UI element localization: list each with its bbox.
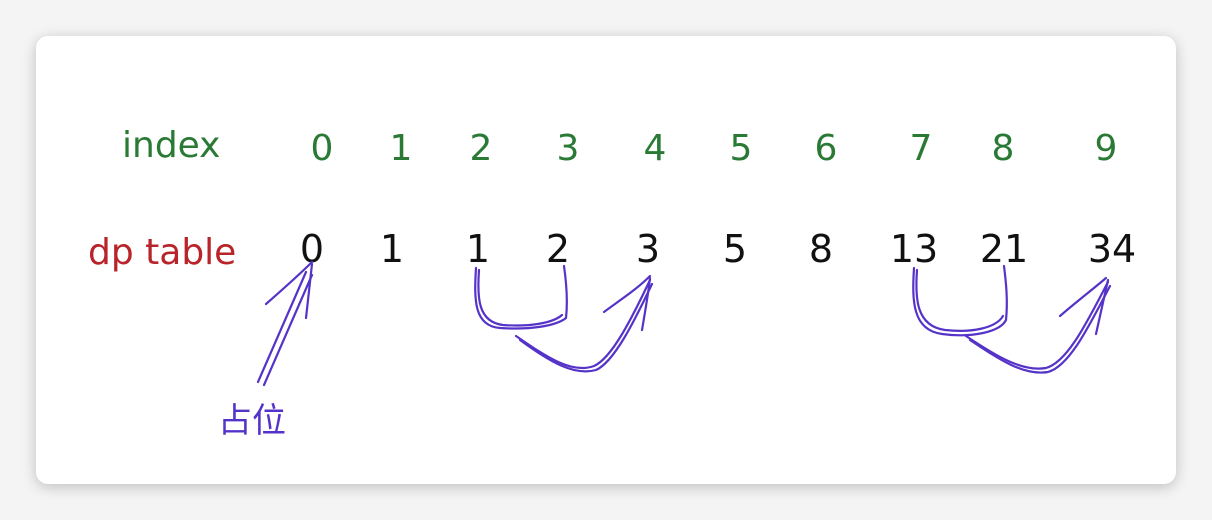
- index-cell: 5: [730, 128, 753, 169]
- placeholder-arrow: [256, 260, 314, 387]
- dp-cell: 2: [546, 227, 570, 271]
- dp-cell: 21: [980, 227, 1028, 271]
- dp-cell: 1: [380, 227, 404, 271]
- diagram-card: [36, 36, 1176, 484]
- index-cell: 2: [470, 128, 493, 169]
- index-cell: 0: [311, 128, 334, 169]
- index-row: 0 1 2 3 4 5 6 7 8 9: [311, 128, 1118, 169]
- index-cell: 3: [557, 128, 580, 169]
- index-cell: 7: [910, 128, 933, 169]
- sum-arrow-1: [514, 274, 654, 373]
- index-cell: 9: [1095, 128, 1118, 169]
- dp-cell: 5: [723, 227, 747, 271]
- sum-bracket-2: [912, 264, 1008, 337]
- dp-cell: 13: [890, 227, 938, 271]
- index-cell: 4: [644, 128, 667, 169]
- dp-cell: 1: [466, 227, 490, 271]
- dp-row-label: dp table: [88, 232, 236, 273]
- dp-cell: 34: [1088, 227, 1136, 271]
- dp-cell: 3: [636, 227, 660, 271]
- index-cell: 6: [815, 128, 838, 169]
- placeholder-note: 占位: [218, 401, 286, 441]
- dp-row: 0 1 1 2 3 5 8 13 21 34: [300, 227, 1136, 271]
- sum-bracket-1: [474, 264, 568, 330]
- sum-arrow-2: [964, 276, 1112, 374]
- index-cell: 1: [390, 128, 413, 169]
- index-row-label: index: [122, 125, 221, 166]
- dp-cell: 8: [809, 227, 833, 271]
- index-cell: 8: [992, 128, 1015, 169]
